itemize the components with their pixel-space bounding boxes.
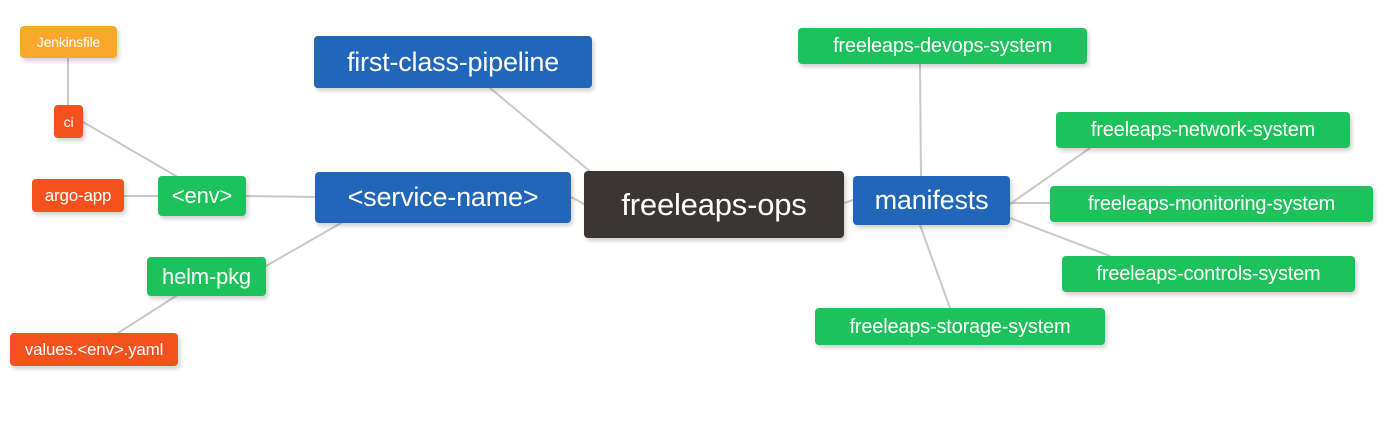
node-label-freeleaps-devops-system: freeleaps-devops-system: [833, 35, 1052, 57]
node-jenkinsfile[interactable]: Jenkinsfile: [20, 26, 117, 58]
node-label-freeleaps-controls-system: freeleaps-controls-system: [1096, 263, 1321, 285]
edge-manifests-to-freeleaps-devops-system: [919, 63, 922, 177]
edge-freeleaps-ops-to-first-class-pipeline: [489, 87, 599, 179]
node-service-name[interactable]: <service-name>: [315, 172, 571, 223]
edge-service-name-to-env: [245, 195, 316, 198]
node-label-argo-app: argo-app: [44, 186, 112, 205]
node-label-env: <env>: [171, 183, 233, 208]
edge-env-to-ci: [82, 121, 177, 177]
node-freeleaps-devops-system[interactable]: freeleaps-devops-system: [798, 28, 1087, 64]
node-manifests[interactable]: manifests: [853, 176, 1010, 225]
edge-freeleaps-ops-to-service-name: [570, 196, 585, 205]
edge-service-name-to-helm-pkg: [265, 222, 342, 267]
node-label-ci: ci: [63, 113, 74, 130]
node-label-helm-pkg: helm-pkg: [162, 263, 251, 289]
node-label-first-class-pipeline: first-class-pipeline: [346, 46, 560, 77]
node-label-freeleaps-monitoring-system: freeleaps-monitoring-system: [1088, 193, 1335, 215]
node-label-values-env-yaml: values.<env>.yaml: [24, 340, 164, 359]
node-label-freeleaps-network-system: freeleaps-network-system: [1090, 119, 1316, 141]
node-label-freeleaps-ops: freeleaps-ops: [621, 187, 807, 222]
node-label-freeleaps-storage-system: freeleaps-storage-system: [849, 315, 1071, 338]
node-helm-pkg[interactable]: helm-pkg: [147, 257, 266, 296]
edge-manifests-to-freeleaps-storage-system: [919, 224, 951, 309]
node-label-manifests: manifests: [874, 185, 989, 215]
node-freeleaps-controls-system[interactable]: freeleaps-controls-system: [1062, 256, 1355, 292]
node-freeleaps-ops[interactable]: freeleaps-ops: [584, 171, 844, 238]
edge-helm-pkg-to-values-env-yaml: [117, 295, 177, 334]
node-values-env-yaml[interactable]: values.<env>.yaml: [10, 333, 178, 366]
edge-manifests-to-freeleaps-controls-system: [1009, 217, 1111, 257]
node-label-jenkinsfile: Jenkinsfile: [36, 34, 101, 50]
edge-freeleaps-ops-to-manifests: [843, 199, 854, 204]
node-ci[interactable]: ci: [54, 105, 83, 138]
node-argo-app[interactable]: argo-app: [32, 179, 124, 212]
node-freeleaps-monitoring-system[interactable]: freeleaps-monitoring-system: [1050, 186, 1373, 222]
node-freeleaps-storage-system[interactable]: freeleaps-storage-system: [815, 308, 1105, 345]
node-label-service-name: <service-name>: [347, 182, 539, 212]
node-first-class-pipeline[interactable]: first-class-pipeline: [314, 36, 592, 88]
node-freeleaps-network-system[interactable]: freeleaps-network-system: [1056, 112, 1350, 148]
node-env[interactable]: <env>: [158, 176, 246, 216]
